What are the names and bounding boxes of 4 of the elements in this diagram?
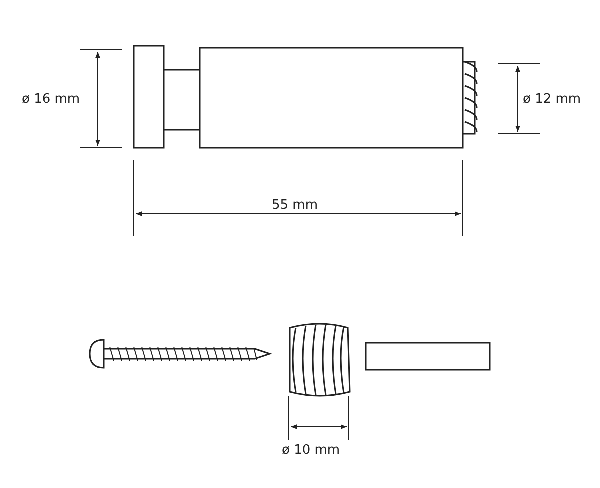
dimension-label: ø 12 mm	[523, 92, 582, 108]
dimension-label: ø 16 mm	[22, 92, 80, 108]
dimension-label: 55 mm	[272, 198, 318, 214]
dimension-label: ø 10 mm	[282, 443, 340, 459]
